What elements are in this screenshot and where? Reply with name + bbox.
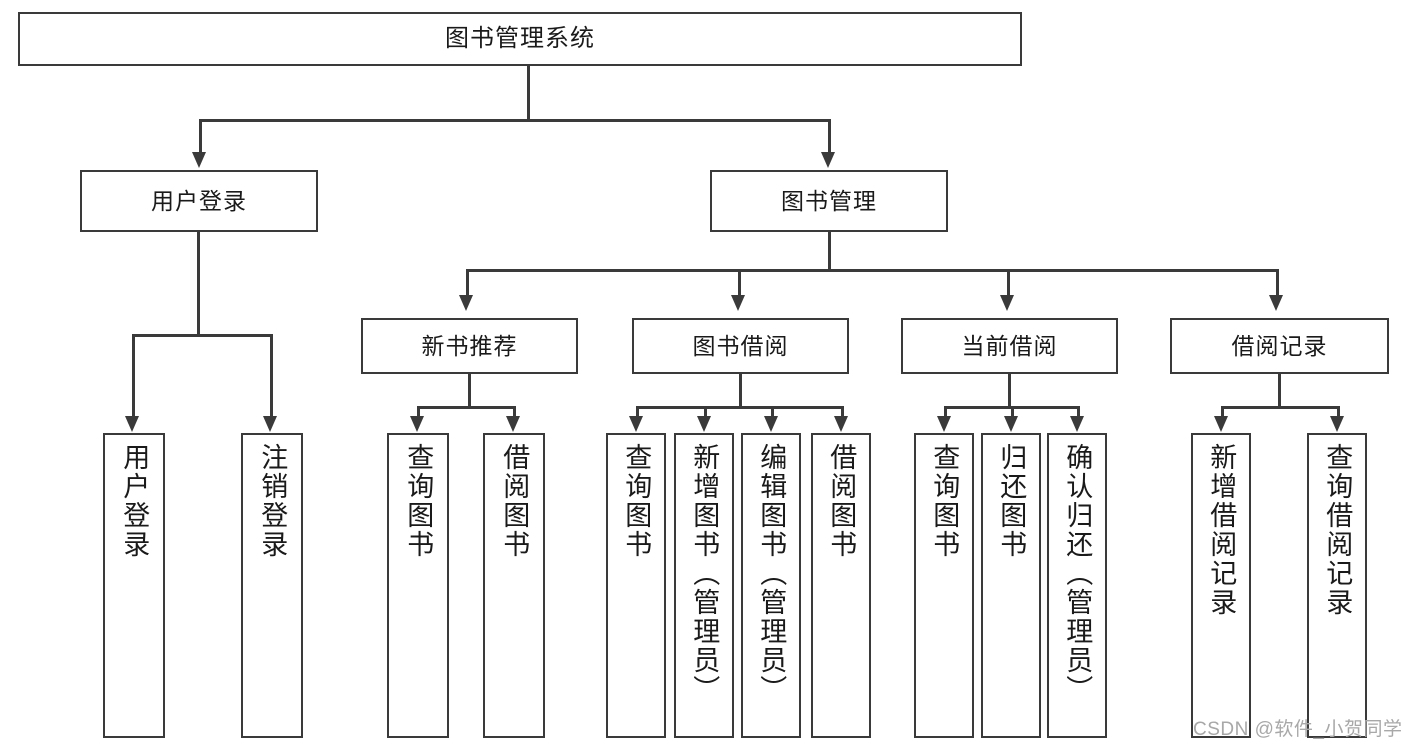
connector-root-to-bookmgmt — [828, 119, 831, 154]
arrow-current-to-leaf3 — [1070, 416, 1084, 432]
arrow-bookmgmt-to-record — [1269, 295, 1283, 311]
node-label: 新书推荐 — [421, 332, 518, 359]
connector-current-to-leaf3 — [1077, 406, 1080, 418]
leaf-borrow-book-newbook[interactable]: 借阅图书 — [483, 433, 545, 738]
node-book-management[interactable]: 图书管理 — [710, 170, 948, 232]
arrow-current-to-leaf2 — [1004, 416, 1018, 432]
connector-borrow-stem — [739, 374, 742, 409]
connector-root-bar — [199, 119, 830, 122]
leaf-confirm-return-admin[interactable]: 确认归还（管理员） — [1047, 433, 1107, 738]
leaf-add-book-admin[interactable]: 新增图书（管理员） — [674, 433, 734, 738]
connector-root-to-login — [199, 119, 202, 154]
connector-userlogin-to-leaf1 — [132, 334, 135, 418]
node-label: 归还图书 — [996, 443, 1027, 559]
node-label: 图书借阅 — [692, 332, 789, 359]
node-label: 查询图书 — [403, 443, 434, 559]
leaf-return-book[interactable]: 归还图书 — [981, 433, 1041, 738]
arrow-root-to-login — [192, 152, 206, 168]
connector-bookmgmt-to-borrow — [738, 269, 741, 297]
node-new-book-recommendation[interactable]: 新书推荐 — [361, 318, 578, 374]
arrow-borrow-to-leaf3 — [764, 416, 778, 432]
leaf-query-book-current[interactable]: 查询图书 — [914, 433, 974, 738]
node-label: 查询图书 — [929, 443, 960, 559]
connector-current-stem — [1008, 374, 1011, 409]
connector-newbook-bar — [417, 406, 516, 409]
leaf-add-borrow-record[interactable]: 新增借阅记录 — [1191, 433, 1251, 738]
connector-record-bar — [1221, 406, 1339, 409]
connector-bookmgmt-bar — [466, 269, 1278, 272]
connector-record-to-leaf1 — [1221, 406, 1224, 418]
node-label: 新增借阅记录 — [1206, 443, 1237, 617]
csdn-watermark: CSDN @软件_小贺同学 — [1193, 719, 1403, 740]
node-label: 查询借阅记录 — [1322, 443, 1353, 617]
node-label: 借阅图书 — [499, 443, 530, 559]
connector-userlogin-stem — [197, 232, 200, 337]
leaf-query-borrow-record[interactable]: 查询借阅记录 — [1307, 433, 1367, 738]
node-borrow-record[interactable]: 借阅记录 — [1170, 318, 1389, 374]
connector-current-to-leaf2 — [1011, 406, 1014, 418]
connector-borrow-to-leaf3 — [771, 406, 774, 418]
leaf-edit-book-admin[interactable]: 编辑图书（管理员） — [741, 433, 801, 738]
arrow-bookmgmt-to-current — [1000, 295, 1014, 311]
leaf-user-login[interactable]: 用户登录 — [103, 433, 165, 738]
node-label: 新增图书（管理员） — [689, 443, 720, 704]
connector-bookmgmt-to-current — [1007, 269, 1010, 297]
connector-root-stem — [527, 66, 530, 120]
arrow-bookmgmt-to-borrow — [731, 295, 745, 311]
leaf-query-book-borrow[interactable]: 查询图书 — [606, 433, 666, 738]
arrow-userlogin-to-leaf2 — [263, 416, 277, 432]
connector-userlogin-bar — [132, 334, 270, 337]
node-root-book-management-system[interactable]: 图书管理系统 — [18, 12, 1022, 66]
node-label: 用户登录 — [119, 443, 150, 559]
connector-borrow-bar — [636, 406, 844, 409]
arrow-borrow-to-leaf2 — [697, 416, 711, 432]
leaf-logout[interactable]: 注销登录 — [241, 433, 303, 738]
arrow-current-to-leaf1 — [937, 416, 951, 432]
connector-bookmgmt-to-newbook — [466, 269, 469, 297]
connector-current-to-leaf1 — [944, 406, 947, 418]
arrow-newbook-to-leaf2 — [506, 416, 520, 432]
connector-record-to-leaf2 — [1337, 406, 1340, 418]
arrow-borrow-to-leaf1 — [629, 416, 643, 432]
node-user-login[interactable]: 用户登录 — [80, 170, 318, 232]
node-label: 当前借阅 — [961, 332, 1058, 359]
arrow-record-to-leaf1 — [1214, 416, 1228, 432]
arrow-newbook-to-leaf1 — [410, 416, 424, 432]
connector-bookmgmt-to-record — [1276, 269, 1279, 297]
connector-borrow-to-leaf1 — [636, 406, 639, 418]
connector-borrow-to-leaf4 — [841, 406, 844, 418]
node-label: 查询图书 — [621, 443, 652, 559]
node-book-borrow[interactable]: 图书借阅 — [632, 318, 849, 374]
connector-borrow-to-leaf2 — [704, 406, 707, 418]
node-label: 确认归还（管理员） — [1062, 443, 1093, 704]
node-label: 图书管理 — [781, 187, 877, 214]
node-label: 图书管理系统 — [445, 25, 595, 52]
node-current-borrow[interactable]: 当前借阅 — [901, 318, 1118, 374]
connector-newbook-stem — [468, 374, 471, 409]
arrow-borrow-to-leaf4 — [834, 416, 848, 432]
leaf-query-book-newbook[interactable]: 查询图书 — [387, 433, 449, 738]
arrow-userlogin-to-leaf1 — [125, 416, 139, 432]
connector-newbook-to-leaf1 — [417, 406, 420, 418]
connector-record-stem — [1278, 374, 1281, 409]
node-label: 用户登录 — [151, 187, 247, 214]
node-label: 借阅记录 — [1231, 332, 1328, 359]
arrow-record-to-leaf2 — [1330, 416, 1344, 432]
connector-newbook-to-leaf2 — [513, 406, 516, 418]
node-label: 编辑图书（管理员） — [756, 443, 787, 704]
node-label: 注销登录 — [257, 443, 288, 559]
node-label: 借阅图书 — [826, 443, 857, 559]
arrow-root-to-bookmgmt — [821, 152, 835, 168]
arrow-bookmgmt-to-newbook — [459, 295, 473, 311]
connector-userlogin-to-leaf2 — [270, 334, 273, 418]
leaf-borrow-book[interactable]: 借阅图书 — [811, 433, 871, 738]
connector-bookmgmt-stem — [828, 232, 831, 272]
